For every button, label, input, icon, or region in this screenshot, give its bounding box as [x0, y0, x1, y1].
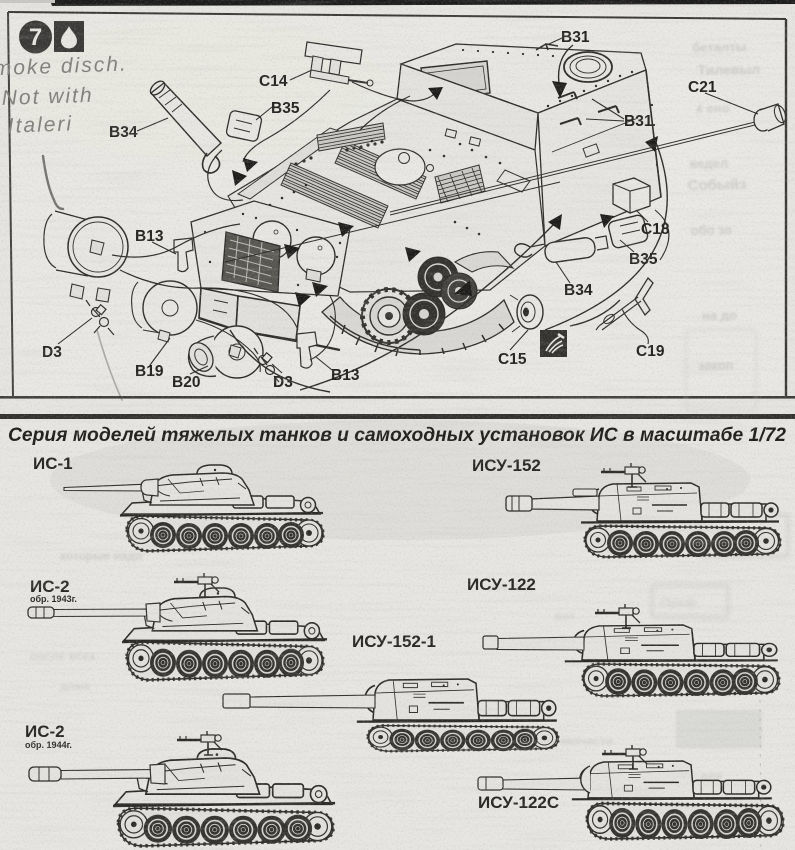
- svg-text:которые надо: которые надо: [60, 549, 142, 563]
- svg-text:беталты: беталты: [692, 39, 747, 55]
- svg-text:Проф: Проф: [660, 595, 697, 610]
- svg-text:дома: дома: [60, 679, 91, 693]
- svg-text:B19: B19: [135, 363, 164, 380]
- svg-text:7: 7: [29, 24, 42, 51]
- svg-text:B35: B35: [271, 100, 300, 117]
- svg-text:ИСУ-152: ИСУ-152: [472, 456, 541, 475]
- svg-text:Italeri: Italeri: [7, 112, 73, 137]
- svg-text:C19: C19: [636, 343, 665, 360]
- svg-text:обр. 1943г.: обр. 1943г.: [30, 594, 77, 604]
- svg-text:B34: B34: [564, 282, 593, 299]
- svg-text:закоп: закоп: [698, 357, 734, 373]
- svg-text:B31: B31: [624, 113, 653, 130]
- svg-text:D3: D3: [42, 344, 62, 361]
- svg-text:ведел: ведел: [689, 156, 728, 172]
- svg-text:D3: D3: [273, 374, 293, 391]
- svg-text:B20: B20: [172, 374, 200, 391]
- svg-text:после всех: после всех: [30, 649, 96, 663]
- svg-text:C18: C18: [641, 221, 670, 238]
- svg-text:B13: B13: [135, 228, 164, 245]
- svg-text:ИС-2: ИС-2: [25, 722, 65, 741]
- svg-text:ИСУ-152-1: ИСУ-152-1: [352, 632, 436, 651]
- svg-text:запчасти: запчасти: [560, 734, 613, 748]
- svg-text:Тилевыл: Тилевыл: [698, 61, 761, 78]
- svg-text:C14: C14: [259, 73, 288, 90]
- svg-text:ИСУ-122: ИСУ-122: [467, 575, 536, 594]
- svg-text:Серия моделей тяжелых танков и: Серия моделей тяжелых танков и самоходны…: [8, 424, 786, 446]
- svg-text:на до: на до: [702, 307, 737, 323]
- svg-text:обр. 1944г.: обр. 1944г.: [25, 740, 72, 750]
- svg-text:B34: B34: [109, 124, 138, 141]
- svg-text:ИС-1: ИС-1: [33, 454, 73, 473]
- svg-text:ИСУ-122С: ИСУ-122С: [478, 793, 559, 812]
- svg-text:C21: C21: [688, 79, 717, 96]
- svg-text:Собыйз: Собыйз: [688, 176, 747, 194]
- svg-text:обо зо: обо зо: [690, 222, 732, 238]
- svg-text:вот: вот: [555, 609, 575, 623]
- svg-text:B31: B31: [561, 29, 590, 46]
- svg-text:B35: B35: [629, 251, 658, 268]
- svg-text:B13: B13: [331, 367, 360, 384]
- svg-text:Not with: Not with: [1, 84, 94, 110]
- svg-text:C15: C15: [498, 351, 527, 368]
- svg-text:ќ ено: ќ ено: [696, 100, 729, 116]
- svg-text:moke disch.: moke disch.: [0, 53, 128, 81]
